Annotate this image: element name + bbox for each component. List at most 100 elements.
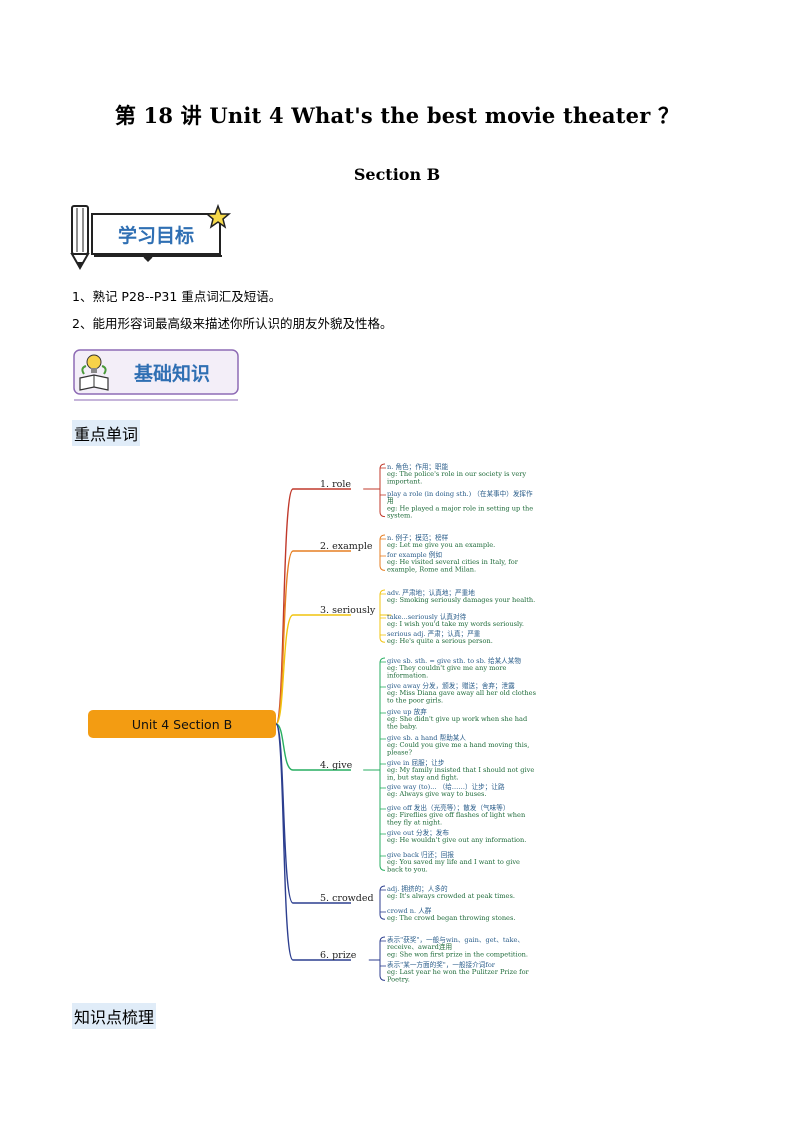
mindmap-note-line: adv. 严肃地；认真地；严重地: [387, 588, 475, 597]
pencil-icon: [70, 205, 90, 271]
mindmap-note-line: for example 例如: [387, 550, 442, 559]
mindmap-root-label: Unit 4 Section B: [132, 717, 232, 732]
mindmap-note-line: to the poor girls.: [387, 696, 443, 704]
mindmap-note-line: eg: He played a major role in setting up…: [387, 504, 533, 512]
mindmap-connector: [275, 723, 351, 771]
mindmap-note-line: eg: Smoking seriously damages your healt…: [387, 596, 535, 604]
mindmap-note-line: eg: Could you give me a hand moving this…: [387, 741, 529, 749]
mindmap-note-line: eg: The crowd began throwing stones.: [387, 914, 515, 922]
page-title: 第 18 讲 Unit 4 What's the best movie thea…: [114, 103, 680, 128]
mindmap-note-line: crowd n. 人群: [387, 906, 432, 915]
section-heading-knowledge: 知识点梳理: [72, 1003, 157, 1029]
mindmap-note-line: eg: Let me give you an example.: [387, 541, 495, 549]
mindmap-note-line: please?: [387, 748, 412, 756]
mindmap-root: Unit 4 Section B: [88, 710, 276, 738]
goals-banner-label: 学习目标: [118, 224, 194, 247]
mindmap-note-line: eg: He wouldn't give out any information…: [387, 836, 526, 844]
mindmap-note-line: receive、award连用: [387, 942, 452, 951]
mindmap-connector: [275, 614, 351, 725]
mindmap-note-line: Poetry.: [387, 975, 410, 983]
mindmap-note-line: eg: The police's role in our society is …: [387, 470, 526, 478]
mindmap-note-line: eg: He visited several cities in Italy, …: [387, 558, 519, 566]
mindmap-note-line: give out 分发；发布: [387, 828, 449, 837]
mindmap-note-line: n. 角色；作用；职能: [387, 462, 449, 471]
mindmap-note-line: give off 发出（光亮等）；散发（气味等）: [387, 803, 509, 812]
mindmap-branch-label: 3. seriously: [320, 605, 376, 616]
mindmap-note-line: eg: It's always crowded at peak times.: [387, 892, 515, 900]
mindmap-note-line: eg: You saved my life and I want to give: [387, 858, 520, 866]
mindmap-note-line: play a role (in doing sth.) （在某事中）发挥作: [387, 489, 533, 498]
mindmap-branch: 6. prize 表示"获奖"，一般与win、gain、get、take、rece…: [275, 723, 530, 983]
mindmap-note-line: important.: [387, 477, 422, 485]
mindmap-note-line: give sb. a hand 帮助某人: [387, 733, 466, 742]
mindmap-note-line: serious adj. 严肃；认真；严重: [387, 629, 481, 638]
mindmap-note-line: 表示"某一方面的奖"，一般接介词for: [387, 960, 496, 969]
mindmap-branch-label: 6. prize: [320, 950, 357, 961]
mindmap-connector: [275, 550, 351, 725]
mindmap-note: give sb. sth. = give sth. to sb. 给某人某物eg…: [387, 656, 521, 679]
mindmap-bracket: [379, 589, 386, 643]
mindmap-note-line: eg: She won first prize in the competiti…: [387, 950, 528, 958]
mindmap-note-line: give sb. sth. = give sth. to sb. 给某人某物: [387, 656, 521, 665]
mindmap-bracket: [379, 936, 386, 981]
mindmap-note-line: give back 归还；回报: [387, 850, 454, 859]
mindmap-note-line: eg: I wish you'd take my words seriously…: [387, 620, 524, 628]
mindmap-branch-label: 2. example: [320, 541, 373, 552]
mindmap-note-line: eg: He's quite a serious person.: [387, 637, 493, 645]
basics-banner-label: 基础知识: [133, 362, 210, 385]
mindmap-branch-label: 4. give: [320, 760, 353, 771]
mindmap-note-line: system.: [387, 512, 412, 520]
mindmap-note: 表示"获奖"，一般与win、gain、get、take、receive、awar…: [387, 935, 528, 958]
goal-item: 1、熟记 P28--P31 重点词汇及短语。: [72, 289, 282, 304]
mindmap-note-line: 表示"获奖"，一般与win、gain、get、take、: [387, 935, 524, 944]
heart-icon: [143, 254, 153, 262]
mindmap-note-line: take...seriously 认真对待: [387, 612, 467, 621]
mindmap-note-line: give in 屈服；让步: [387, 758, 445, 767]
lightbulb-book-icon: [79, 354, 109, 391]
mindmap-note: give off 发出（光亮等）；散发（气味等）eg: Fireflies gi…: [387, 803, 526, 826]
goals-banner: 学习目标: [70, 203, 232, 271]
section-heading-vocab: 重点单词: [72, 420, 141, 446]
mindmap-branch: 4. give give sb. sth. = give sth. to sb. …: [275, 656, 537, 873]
mindmap-note: play a role (in doing sth.) （在某事中）发挥作用eg…: [387, 489, 533, 520]
page-subtitle: Section B: [353, 165, 441, 184]
mindmap-note-line: eg: Always give way to buses.: [387, 790, 487, 798]
mindmap-branch-label: 1. role: [320, 479, 351, 490]
star-icon: [204, 203, 232, 229]
mindmap-note-line: 用: [387, 497, 394, 505]
mindmap-connector: [275, 723, 351, 904]
mindmap-note-line: the baby.: [387, 722, 417, 730]
mindmap-bracket: [379, 534, 386, 571]
mindmap-note-line: eg: She didn't give up work when she had: [387, 715, 528, 723]
mindmap-note-line: eg: My family insisted that I should not…: [387, 766, 534, 774]
mindmap-note-line: eg: Miss Diana gave away all her old clo…: [387, 689, 537, 697]
mindmap-bracket: [379, 885, 386, 920]
mindmap-note-line: eg: Fireflies give off flashes of light …: [387, 811, 526, 819]
goal-item: 2、能用形容词最高级来描述你所认识的朋友外貌及性格。: [72, 316, 393, 331]
mindmap-note-line: they fly at night.: [387, 818, 442, 826]
mindmap-note-line: eg: Last year he won the Pulitzer Prize …: [387, 968, 530, 976]
mindmap-note-line: give up 放弃: [387, 707, 427, 716]
mindmap-branch-label: 5. crowded: [320, 893, 374, 904]
mindmap-note-line: give way (to)... （给……）让步；让路: [387, 782, 505, 791]
mindmap-note-line: information.: [387, 671, 428, 679]
mindmap-note-line: example, Rome and Milan.: [387, 565, 476, 573]
mindmap-note-line: n. 例子；模范；榜样: [387, 533, 449, 542]
mindmap-note-line: eg: They couldn't give me any more: [387, 664, 507, 672]
mindmap-note-line: back to you.: [387, 865, 428, 873]
